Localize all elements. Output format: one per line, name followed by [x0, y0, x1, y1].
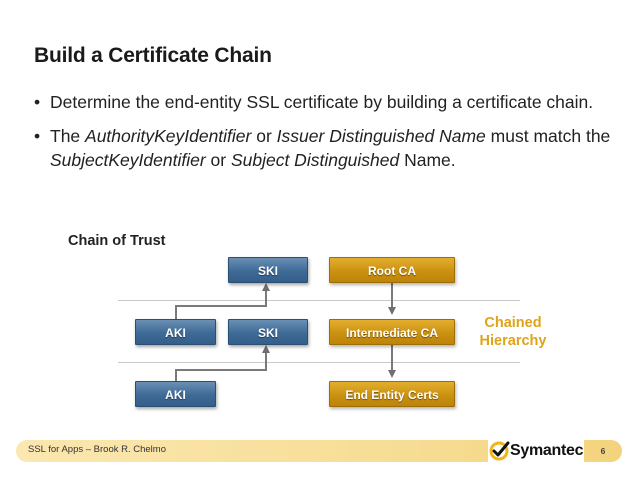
- intermediate-ca-box: Intermediate CA: [329, 319, 455, 345]
- bullet-item: • Determine the end-entity SSL certifica…: [34, 90, 619, 114]
- ski-mid-box: SKI: [228, 319, 308, 345]
- bullet-marker: •: [34, 126, 41, 146]
- brand-name: Symantec: [510, 442, 584, 459]
- chained-label-line2: Hierarchy: [479, 333, 547, 349]
- brand-logo: Symantec: [488, 440, 584, 462]
- chained-hierarchy-label: Chained Hierarchy: [478, 314, 548, 350]
- bullet-text-segment: Name.: [399, 150, 456, 170]
- bullet-text-emphasis: AuthorityKeyIdentifier: [85, 126, 252, 146]
- aki-bottom-box: AKI: [135, 381, 216, 407]
- arrow-up-icon: [175, 283, 270, 319]
- divider-line: [118, 300, 520, 301]
- bullet-item: • The AuthorityKeyIdentifier or Issuer D…: [34, 124, 619, 172]
- bullet-text: Determine the end-entity SSL certificate…: [50, 92, 594, 112]
- slide-title: Build a Certificate Chain: [34, 44, 272, 67]
- chained-label-line1: Chained: [484, 315, 542, 331]
- divider-line: [118, 362, 520, 363]
- bullet-marker: •: [34, 92, 41, 112]
- ski-top-box: SKI: [228, 257, 308, 283]
- diagram-caption: Chain of Trust: [68, 233, 166, 249]
- end-entity-box: End Entity Certs: [329, 381, 455, 407]
- bullet-text-segment: or: [251, 126, 277, 146]
- footer-text: SSL for Apps – Brook R. Chelmo: [28, 444, 166, 455]
- bullet-list: • Determine the end-entity SSL certifica…: [34, 90, 619, 182]
- bullet-text-segment: or: [205, 150, 231, 170]
- bullet-text-segment: The: [50, 126, 86, 146]
- bullet-text-emphasis: Subject Distinguished: [230, 150, 400, 170]
- bullet-text-segment: must match the: [485, 126, 611, 146]
- bullet-text-emphasis: SubjectKeyIdentifier: [50, 150, 206, 170]
- arrow-up-icon: [175, 345, 270, 381]
- checkmark-logo-icon: [489, 441, 510, 461]
- aki-mid-box: AKI: [135, 319, 216, 345]
- root-ca-box: Root CA: [329, 257, 455, 283]
- bullet-text-emphasis: Issuer Distinguished Name: [276, 126, 486, 146]
- footer-bar: SSL for Apps – Brook R. Chelmo: [16, 440, 622, 462]
- page-number: 6: [600, 446, 606, 456]
